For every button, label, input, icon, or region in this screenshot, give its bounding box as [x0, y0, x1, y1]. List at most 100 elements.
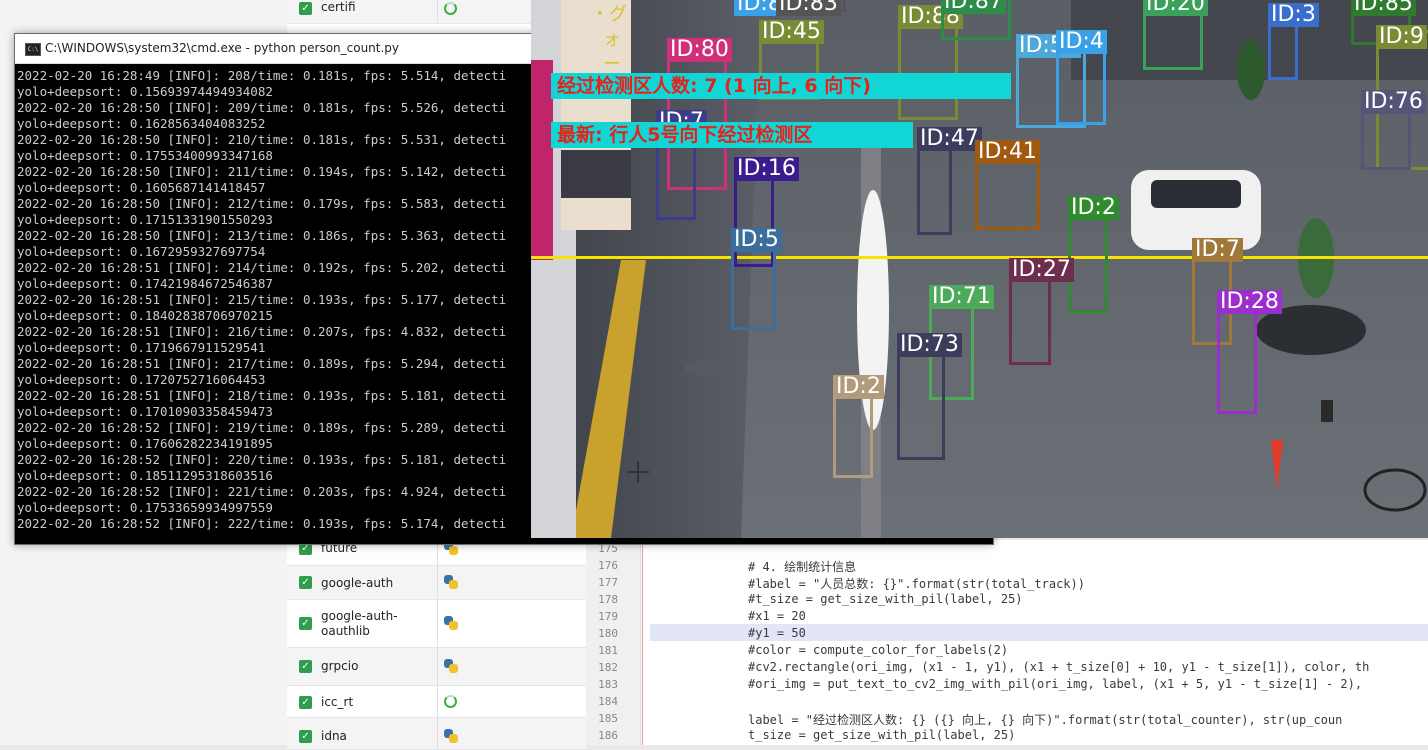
detection-label: ID:2 — [833, 375, 884, 399]
package-name: idna — [321, 729, 347, 743]
python-icon — [444, 616, 458, 630]
checkbox-checked-icon[interactable]: ✓ — [299, 730, 312, 743]
count-banner: 经过检测区人数: 7 (1 向上, 6 向下) — [551, 73, 1011, 99]
line-number-gutter — [586, 540, 641, 745]
ring-icon — [444, 2, 457, 15]
line-number: 179 — [598, 610, 618, 623]
cmd-output-line: 2022-02-20 16:28:51 [INFO]: 215/time: 0.… — [17, 292, 507, 307]
package-name: grpcio — [321, 659, 359, 673]
svg-text:ー: ー — [603, 54, 621, 75]
package-name: icc_rt — [321, 695, 354, 709]
line-number: 175 — [598, 542, 618, 555]
cmd-output-line: 2022-02-20 16:28:50 [INFO]: 213/time: 0.… — [17, 228, 507, 243]
detection-label: ID:4 — [1056, 30, 1107, 54]
svg-text:ォ: ォ — [603, 29, 621, 50]
checkbox-checked-icon[interactable]: ✓ — [299, 542, 312, 555]
detection-label: ID:2 — [1068, 196, 1119, 220]
cmd-output-line: 2022-02-20 16:28:51 [INFO]: 218/time: 0.… — [17, 388, 507, 403]
detection-box — [1143, 0, 1203, 70]
code-line[interactable]: #color = compute_color_for_labels(2) — [748, 643, 1009, 657]
cmd-output-line: 2022-02-20 16:28:51 [INFO]: 217/time: 0.… — [17, 356, 507, 371]
python-icon — [444, 541, 458, 555]
detection-label: ID:7 — [1192, 238, 1243, 262]
package-status-cell — [437, 566, 587, 599]
checkbox-checked-icon[interactable]: ✓ — [299, 2, 312, 15]
detection-label: ID:83 — [776, 0, 841, 16]
detection-label: ID:73 — [897, 333, 962, 357]
cmd-output-line: 2022-02-20 16:28:52 [INFO]: 219/time: 0.… — [17, 420, 507, 435]
line-number: 184 — [598, 695, 618, 708]
cmd-output-line: yolo+deepsort: 0.1719667911529541 — [17, 340, 266, 355]
detection-label: ID:47 — [917, 127, 982, 151]
package-status-cell — [437, 600, 587, 647]
line-number: 180 — [598, 627, 618, 640]
cmd-output-line: yolo+deepsort: 0.1605687141418457 — [17, 180, 266, 195]
cmd-output-line: yolo+deepsort: 0.1672959327697754 — [17, 244, 266, 259]
detection-label: ID:71 — [929, 285, 994, 309]
detection-label: ID:20 — [1143, 0, 1208, 16]
window-title: C:\WINDOWS\system32\cmd.exe - python per… — [45, 41, 400, 55]
package-row[interactable]: ✓ idna — [287, 718, 586, 750]
checkbox-checked-icon[interactable]: ✓ — [299, 696, 312, 709]
line-number: 186 — [598, 729, 618, 742]
code-line[interactable]: t_size = get_size_with_pil(label, 25) — [748, 728, 1016, 742]
package-row[interactable]: ✓ icc_rt — [287, 686, 586, 718]
cmd-output-line: yolo+deepsort: 0.17151331901550293 — [17, 212, 273, 227]
checkbox-checked-icon[interactable]: ✓ — [299, 660, 312, 673]
package-row[interactable]: ✓ google-auth — [287, 566, 586, 600]
detection-label: ID:76 — [1361, 90, 1426, 114]
package-name: certifi — [321, 0, 356, 14]
checkbox-checked-icon[interactable]: ✓ — [299, 576, 312, 589]
line-number: 182 — [598, 661, 618, 674]
cmd-output-line: yolo+deepsort: 0.17010903358459473 — [17, 404, 273, 419]
detection-label: ID:3 — [1268, 3, 1319, 27]
code-line[interactable]: #label = "人员总数: {}".format(str(total_tra… — [748, 577, 1085, 591]
detection-label: ID:41 — [975, 140, 1040, 164]
detection-label: ID:16 — [734, 157, 799, 181]
latest-event-banner: 最新: 行人5号向下经过检测区 — [551, 122, 913, 148]
package-name: google-auth — [321, 576, 394, 590]
package-row[interactable]: ✓ grpcio — [287, 648, 586, 686]
crosshair-cursor-icon — [627, 461, 649, 483]
counting-line — [531, 256, 1428, 259]
cmd-output-line: yolo+deepsort: 0.1628563404083252 — [17, 116, 266, 131]
package-status-cell — [437, 532, 587, 565]
package-row[interactable]: ✓ google-auth- oauthlib — [287, 600, 586, 648]
code-line[interactable]: #t_size = get_size_with_pil(label, 25) — [748, 592, 1023, 606]
cmd-output-line: yolo+deepsort: 0.17553400993347168 — [17, 148, 273, 163]
code-line[interactable]: #x1 = 20 — [748, 609, 806, 623]
python-icon — [444, 729, 458, 743]
python-icon — [444, 575, 458, 589]
detection-label: ID:45 — [759, 20, 824, 44]
code-line[interactable]: #ori_img = put_text_to_cv2_img_with_pil(… — [748, 677, 1370, 691]
terminal-icon: C:\ — [25, 43, 41, 56]
cmd-output-line: yolo+deepsort: 0.17533659934997559 — [17, 500, 273, 515]
detection-label: ID:27 — [1009, 258, 1074, 282]
cmd-output-line: yolo+deepsort: 0.1720752716064453 — [17, 372, 266, 387]
video-frame: ・グ ォ ー ク ID:81ID:83ID:45ID:80ID:7ID:88ID… — [531, 0, 1428, 538]
cmd-output-line: 2022-02-20 16:28:51 [INFO]: 216/time: 0.… — [17, 324, 507, 339]
cmd-output-line: 2022-02-20 16:28:50 [INFO]: 212/time: 0.… — [17, 196, 507, 211]
python-icon — [444, 659, 458, 673]
fold-margin — [642, 540, 647, 745]
current-line-highlight — [650, 624, 1428, 641]
cmd-output-line: 2022-02-20 16:28:52 [INFO]: 220/time: 0.… — [17, 452, 507, 467]
checkbox-checked-icon[interactable]: ✓ — [299, 617, 312, 630]
svg-text:・グ: ・グ — [591, 4, 627, 25]
cmd-output-line: 2022-02-20 16:28:50 [INFO]: 210/time: 0.… — [17, 132, 507, 147]
detection-label: ID:85 — [1351, 0, 1416, 16]
code-line[interactable]: # 4. 绘制统计信息 — [748, 560, 857, 574]
package-status-cell — [437, 686, 587, 717]
code-line[interactable]: #cv2.rectangle(ori_img, (x1 - 1, y1), (x… — [748, 660, 1370, 674]
package-status-cell — [437, 648, 587, 685]
cmd-output-line: yolo+deepsort: 0.18402838706970215 — [17, 308, 273, 323]
cmd-output[interactable]: 2022-02-20 16:28:49 [INFO]: 208/time: 0.… — [17, 68, 993, 544]
detection-label: ID:5 — [731, 228, 782, 252]
code-line[interactable]: label = "经过检测区人数: {} ({} 向上, {} 向下)".for… — [748, 713, 1343, 727]
cmd-output-line: yolo+deepsort: 0.17421984672546387 — [17, 276, 273, 291]
cmd-output-line: 2022-02-20 16:28:49 [INFO]: 208/time: 0.… — [17, 68, 507, 83]
line-number: 185 — [598, 712, 618, 725]
code-line[interactable]: #y1 = 50 — [748, 626, 806, 640]
cmd-output-line: 2022-02-20 16:28:52 [INFO]: 221/time: 0.… — [17, 484, 507, 499]
